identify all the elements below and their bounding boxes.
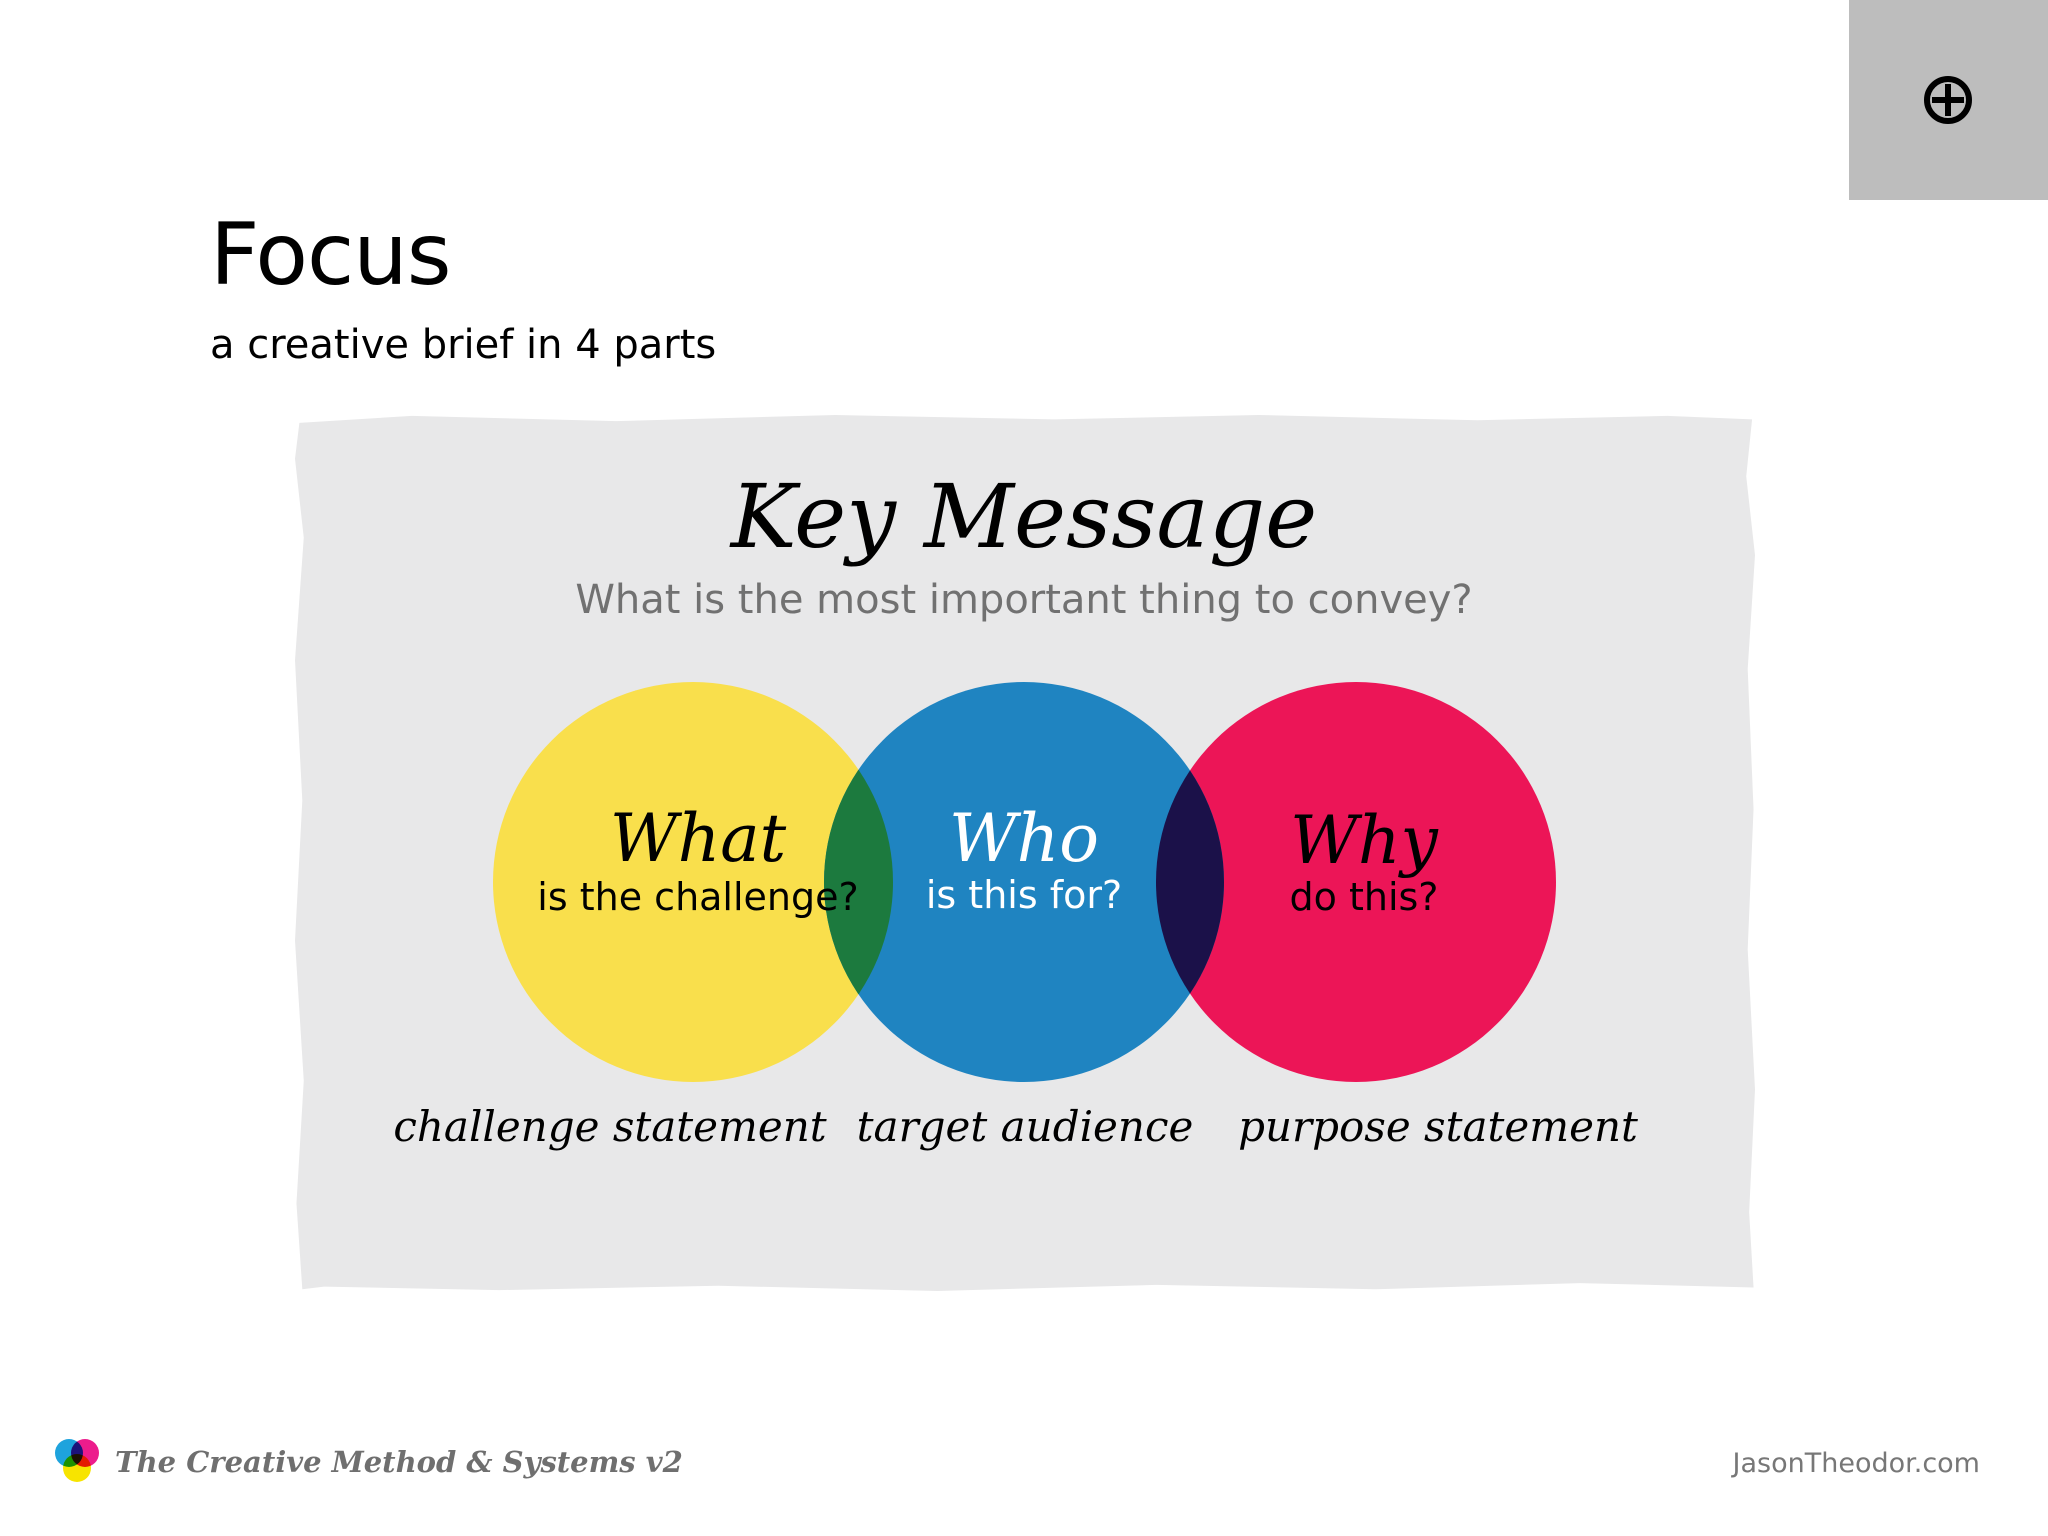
series-title: The Creative Method & Systems v2 — [115, 1445, 683, 1479]
circle-who-subheading: is this for? — [925, 873, 1123, 917]
circle-why — [1156, 682, 1556, 1082]
circle-who-heading: Who — [948, 800, 1100, 877]
caption-what: challenge statement — [393, 1102, 827, 1151]
cmy-logo-icon — [55, 1439, 99, 1482]
circle-who — [824, 682, 1224, 1082]
circle-why-heading: Why — [1290, 802, 1438, 879]
key-message-heading: Key Message — [730, 465, 1318, 568]
page-subtitle: a creative brief in 4 parts — [210, 322, 717, 368]
circle-what-subheading: is the challenge? — [537, 875, 859, 919]
circle-why-subheading: do this? — [1289, 875, 1439, 919]
circle-what-heading: What — [609, 800, 787, 877]
circle-what — [493, 682, 893, 1082]
caption-who: target audience — [856, 1102, 1194, 1151]
caption-why: purpose statement — [1238, 1102, 1638, 1151]
crosshair-plus-icon[interactable] — [1922, 74, 1974, 126]
key-message-question: What is the most important thing to conv… — [575, 577, 1473, 623]
site-link[interactable]: JasonTheodor.com — [1732, 1448, 1980, 1479]
page-title: Focus — [210, 205, 452, 305]
